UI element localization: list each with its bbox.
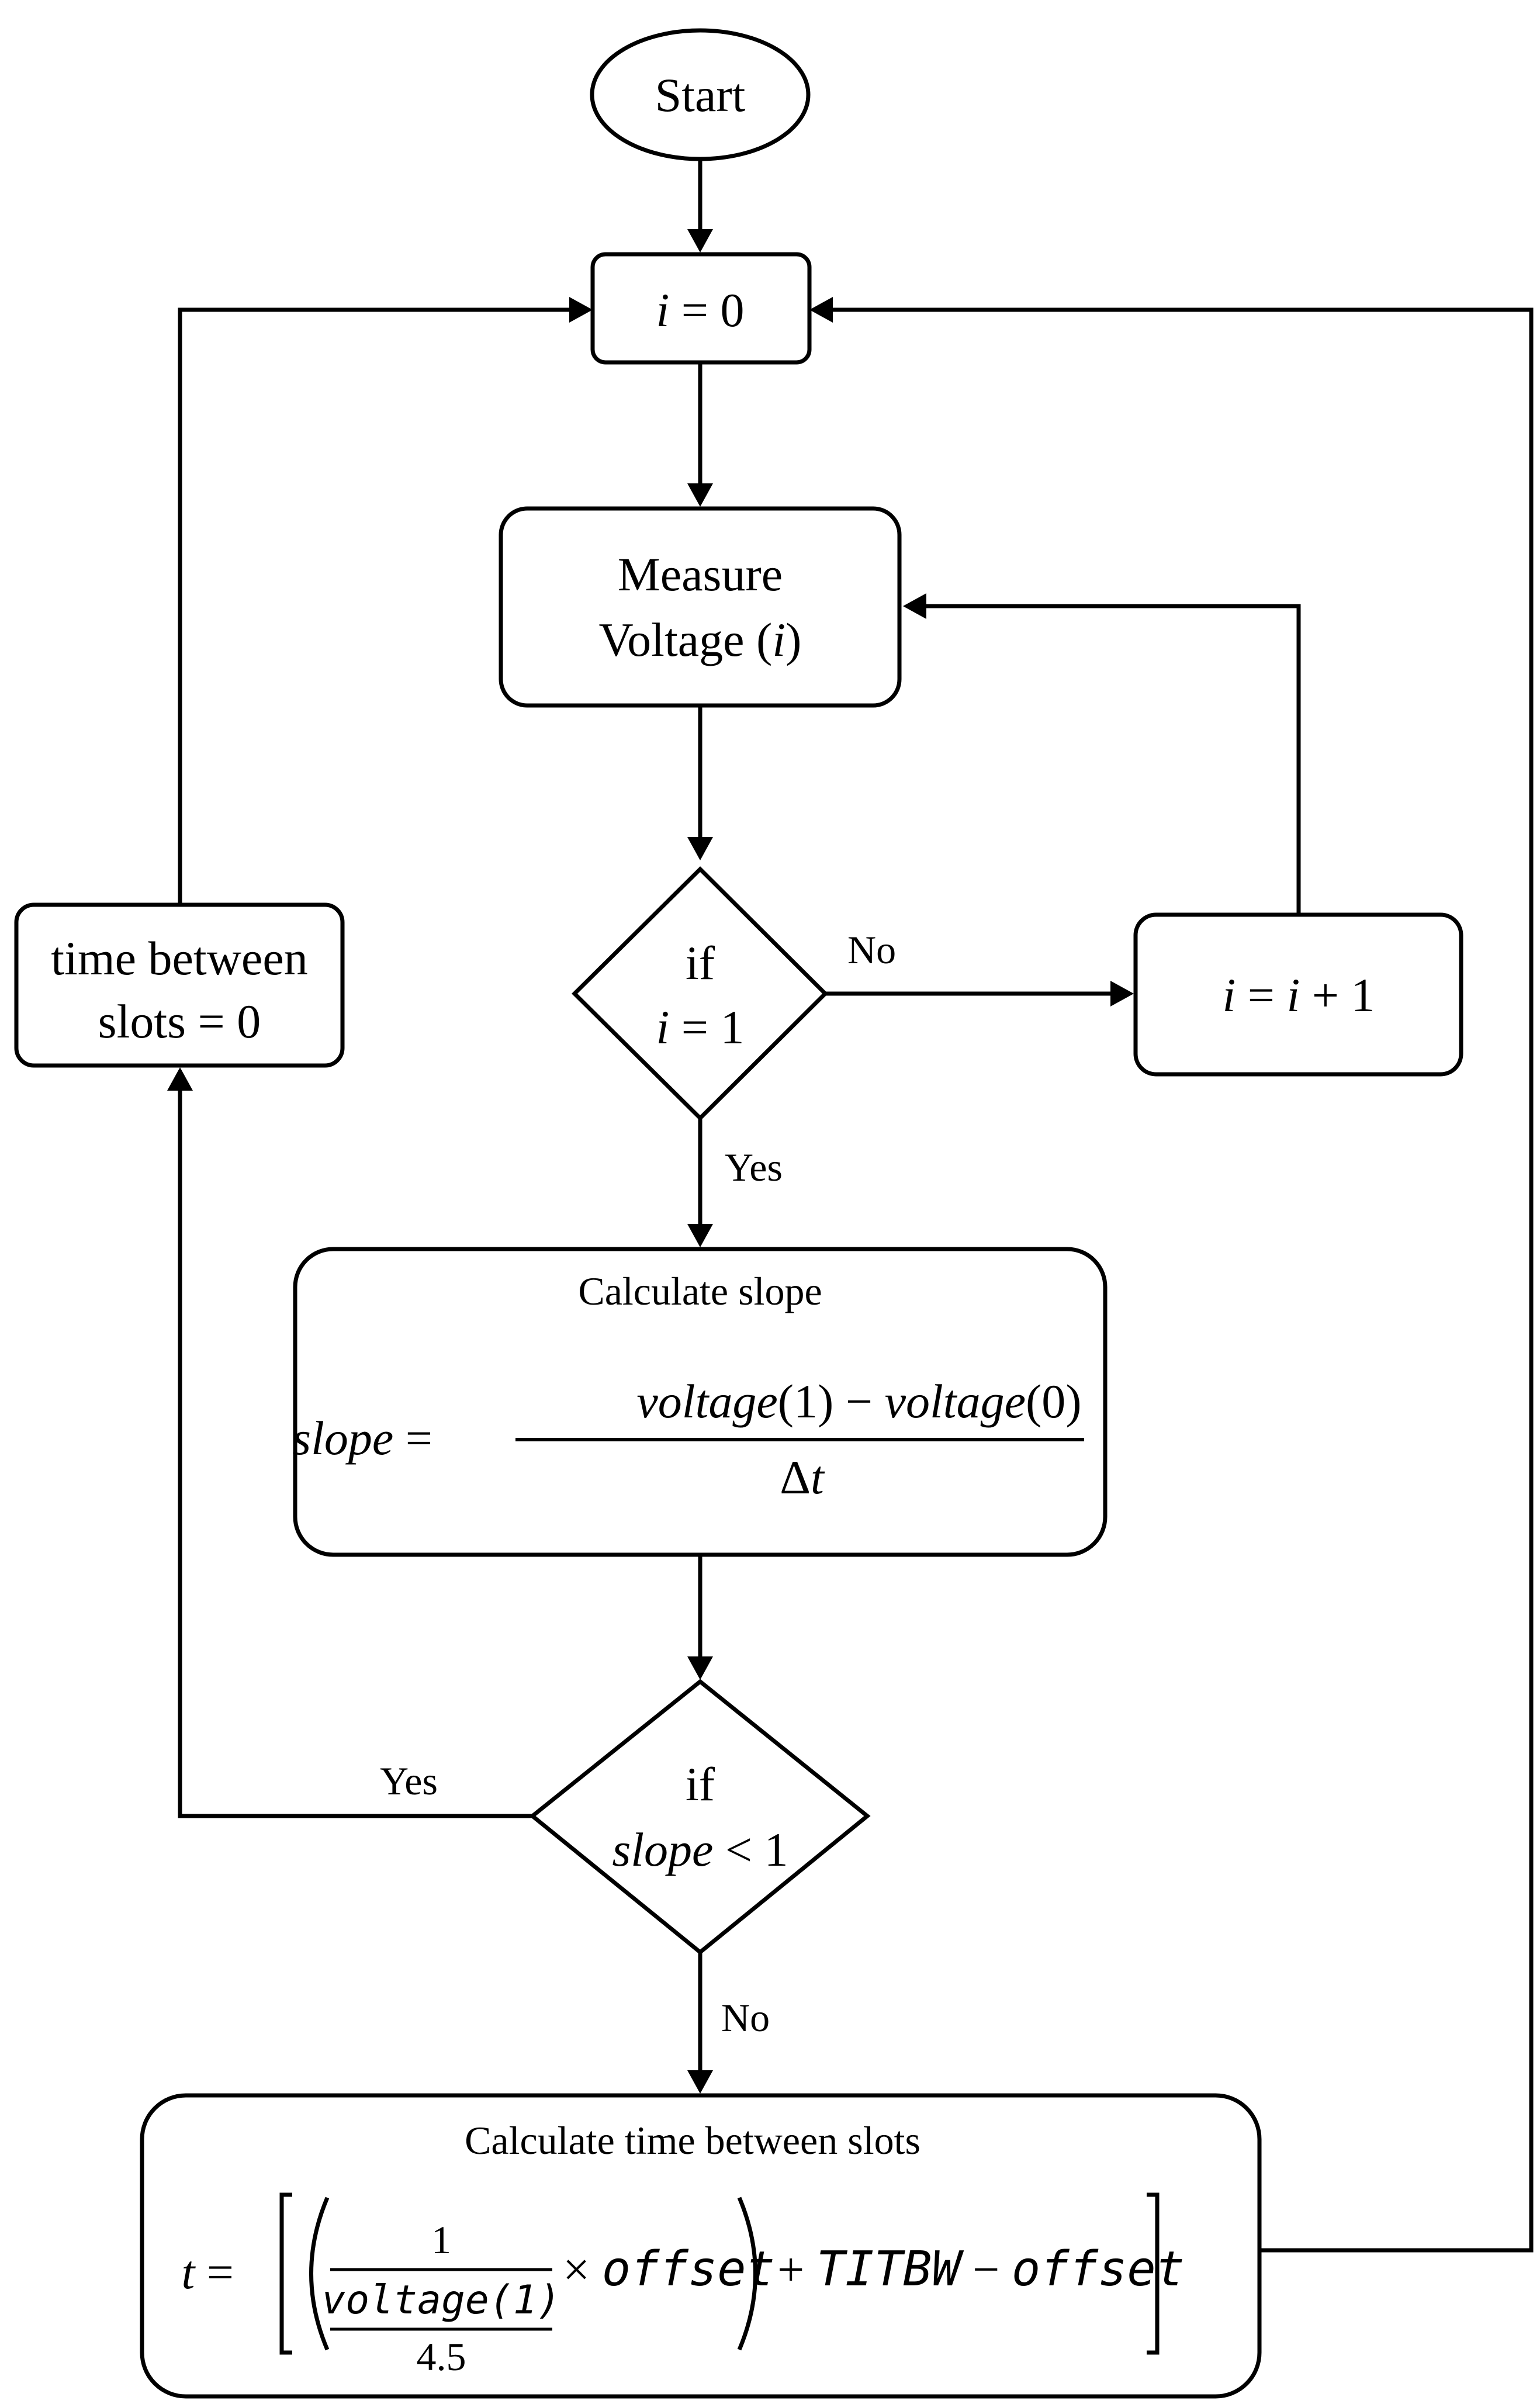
timecalc-one: 1: [431, 2218, 451, 2262]
slope-numerator: voltage(1) − voltage(0): [636, 1375, 1081, 1428]
cond2-line1: if: [686, 1758, 715, 1811]
timecalc-times-offset: × offset: [563, 2242, 775, 2297]
arrowhead: [687, 1656, 713, 1680]
measure-line2: Voltage (i): [599, 613, 802, 666]
node-increment: i = i + 1: [1133, 912, 1463, 1077]
init-label: i = 0: [656, 283, 744, 337]
node-timecalc: Calculate time between slots t = 1 volta…: [140, 2093, 1262, 2399]
timecalc-lhs: t =: [181, 2246, 234, 2299]
edges: [167, 159, 1534, 2253]
cond1-line1: if: [686, 936, 715, 990]
node-init: i = 0: [590, 252, 812, 365]
reset-line1: time between: [51, 932, 307, 985]
arrowhead: [687, 483, 713, 507]
arrowhead: [569, 297, 593, 323]
arrowhead: [903, 593, 926, 619]
edge-cond2-yes: [178, 1087, 532, 1818]
timecalc-title: Calculate time between slots: [465, 2118, 920, 2163]
outer-left-bracket: [279, 2192, 292, 2355]
node-cond2: if slope < 1: [529, 1679, 871, 1955]
node-slope: Calculate slope slope = voltage(1) − vol…: [292, 1247, 1108, 1557]
increment-label: i = i + 1: [1222, 968, 1375, 1022]
edge-increment-to-measure: [922, 604, 1301, 915]
inner-left-paren: [309, 2197, 330, 2351]
arrowhead: [687, 1224, 713, 1247]
label-cond2-yes: Yes: [380, 1759, 438, 1803]
arrowhead: [687, 2070, 713, 2094]
arrowhead: [687, 837, 713, 860]
timecalc-inner-denominator: 4.5: [417, 2334, 466, 2379]
node-cond1: if i = 1: [572, 866, 828, 1121]
label-cond1-yes: Yes: [725, 1145, 783, 1189]
start-label: Start: [655, 68, 746, 122]
arrowhead: [167, 1067, 193, 1091]
label-cond1-no: No: [847, 928, 896, 972]
arrowhead: [687, 229, 713, 252]
arrowhead: [809, 297, 833, 323]
node-measure: Measure Voltage (i): [499, 506, 902, 708]
arrowhead: [1110, 981, 1134, 1006]
node-start: Start: [590, 28, 811, 161]
slope-denominator: Δt: [780, 1451, 825, 1504]
cond2-line2: slope < 1: [612, 1823, 788, 1876]
timecalc-inner-numerator: voltage(1): [321, 2277, 560, 2323]
slope-title: Calculate slope: [578, 1269, 822, 1313]
inner-right-paren: [737, 2197, 757, 2351]
timecalc-tail: + TITBW − offset: [777, 2242, 1185, 2297]
label-cond2-no: No: [721, 1995, 770, 2040]
edge-timecalc-to-init: [829, 307, 1534, 2253]
edge-reset-to-init: [178, 307, 574, 903]
cond1-line2: i = 1: [656, 1001, 744, 1054]
outer-right-bracket: [1147, 2192, 1160, 2355]
measure-line1: Measure: [618, 548, 783, 601]
reset-line2: slots = 0: [98, 995, 261, 1048]
node-reset: time between slots = 0: [14, 902, 345, 1068]
slope-lhs: slope =: [292, 1412, 432, 1465]
